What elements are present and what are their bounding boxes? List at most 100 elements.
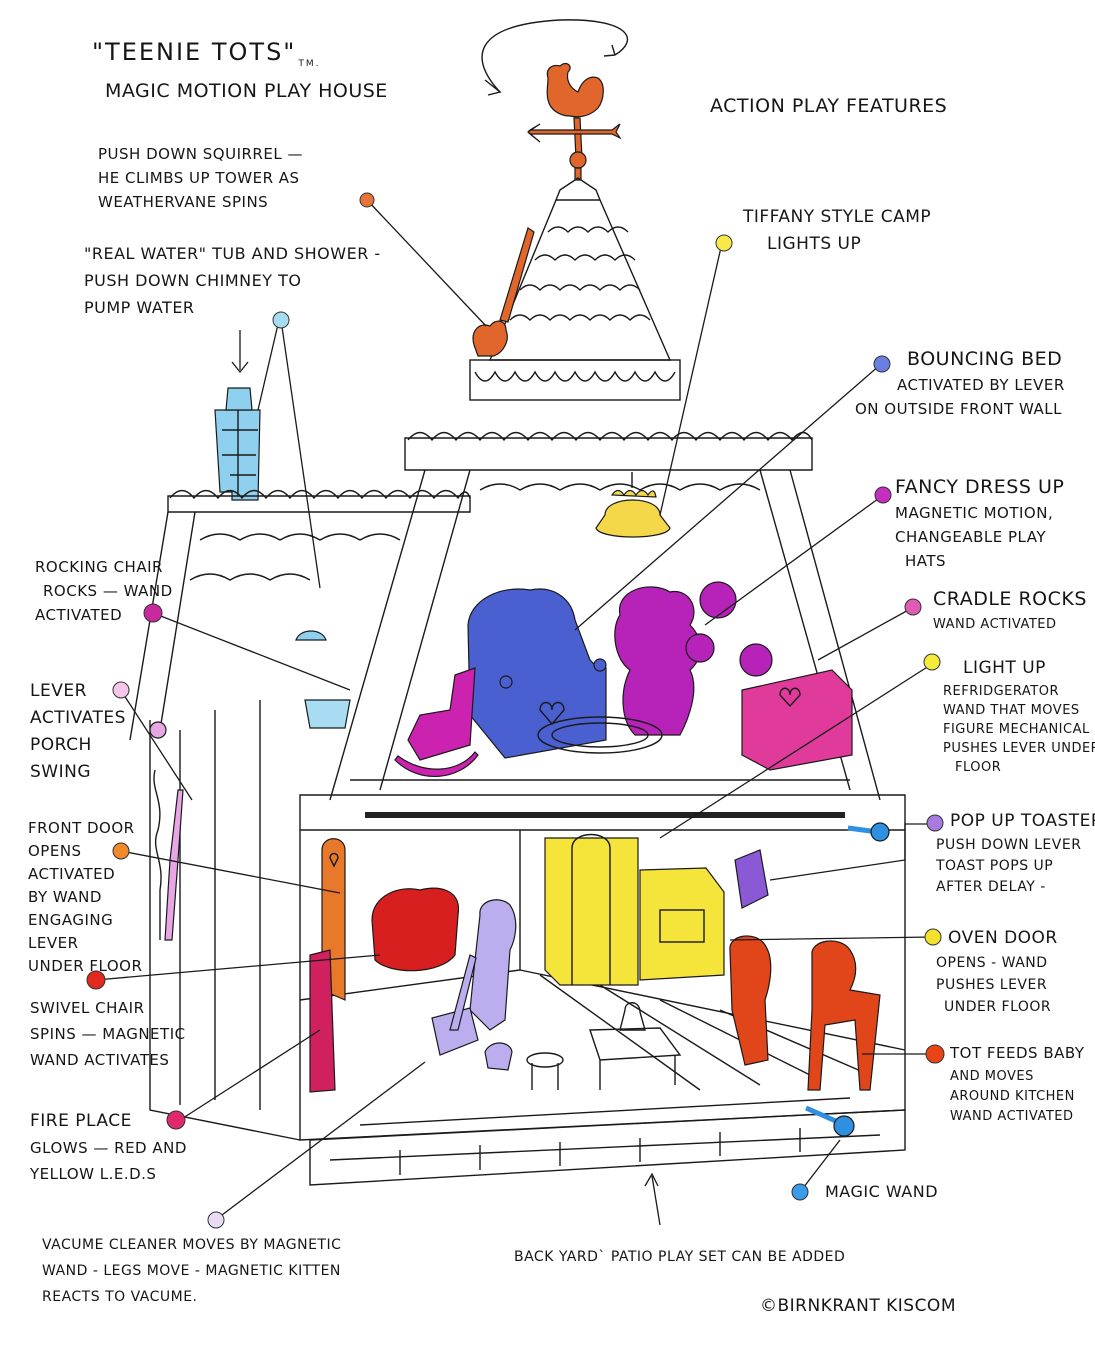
callout-line: engaging	[28, 911, 114, 929]
squirrel-figure	[472, 227, 535, 357]
tea-table	[526, 1002, 682, 1090]
magic-wand-sticks	[804, 822, 890, 1137]
callout-line: under floor	[944, 999, 1052, 1015]
callout-line: activated	[35, 606, 123, 624]
dot-toaster	[926, 814, 944, 832]
callout-line: opens	[28, 842, 82, 860]
callout-line: wand that moves	[943, 703, 1080, 718]
dot-cradle-rocks	[904, 598, 922, 616]
callout-line: spins — magnetic	[30, 1025, 186, 1043]
callout-tot-feeds-baby: Tot feeds baby and moves around kitchen …	[950, 1040, 1085, 1127]
callout-vacuum: Vacume cleaner moves by magnetic wand - …	[42, 1232, 341, 1310]
rocking-chair	[394, 667, 479, 778]
dot-fireplace	[166, 1110, 186, 1130]
callout-line: and moves	[950, 1069, 1034, 1084]
callout-line: "Real water" tub and shower -	[84, 244, 381, 263]
weathervane-rooster	[526, 62, 622, 181]
dot-front-door	[112, 842, 130, 860]
tower-spire	[469, 177, 681, 401]
callout-line: push down lever	[936, 837, 1082, 853]
oven	[639, 867, 725, 981]
callout-line: porch	[30, 735, 92, 755]
leader-lines	[95, 199, 935, 1226]
callout-line: after delay -	[936, 879, 1046, 895]
dot-squirrel	[359, 192, 375, 208]
cradle	[741, 669, 853, 771]
copyright: ©Birnkrant Kiscom	[760, 1296, 956, 1316]
spin-arrow	[481, 19, 629, 93]
page-title: "Teenie Tots"TM.	[92, 40, 320, 70]
callout-line: wand activated	[950, 1109, 1074, 1124]
callout-line: Bouncing bed	[907, 348, 1063, 370]
shower-head	[295, 630, 327, 641]
callout-line: reacts to vacume.	[42, 1289, 198, 1305]
callout-line: Oven door	[948, 928, 1058, 948]
callout-line: activates	[30, 708, 126, 728]
dot-vacuum	[207, 1211, 225, 1229]
callout-dots	[86, 192, 945, 1229]
left-roof	[129, 489, 471, 741]
callout-line: Light up	[963, 658, 1046, 678]
callout-line: Vacume cleaner moves by magnetic	[42, 1237, 342, 1253]
bouncing-bed	[467, 588, 607, 759]
callout-line: he climbs up tower as	[98, 169, 300, 187]
dot-oven-door	[924, 928, 942, 946]
callout-patio: Back yard` patio play set can be added	[514, 1249, 846, 1265]
callout-fancy-dress-up: Fancy dress up magnetic motion, changeab…	[895, 474, 1064, 573]
callout-line: floor	[955, 760, 1002, 775]
bathtub	[304, 699, 351, 729]
callout-line: wand activated	[933, 617, 1057, 632]
callout-line: wand - legs move - magnetic kitten	[42, 1263, 341, 1279]
callout-line: hats	[905, 552, 947, 570]
callout-line: on outside front wall	[855, 400, 1062, 418]
dot-tot-feeds-baby	[925, 1044, 945, 1064]
callout-line: pump water	[84, 298, 195, 317]
callout-front-door: Front door opens activated by wand engag…	[28, 817, 142, 978]
callout-line: Fire place	[30, 1111, 132, 1131]
fireplace	[309, 949, 336, 1093]
dot-rocking-chair	[143, 603, 163, 623]
callout-line: under floor	[28, 957, 143, 975]
callout-line: Rocking chair	[35, 558, 163, 576]
upper-roof	[329, 431, 881, 801]
rug	[537, 716, 663, 754]
callout-line: activated	[28, 865, 116, 883]
dot-swivel-chair	[86, 970, 106, 990]
spin-arrow-head	[484, 44, 616, 96]
callout-line: yellow L.E.D.s	[30, 1165, 157, 1183]
callout-refrigerator: Light up refridgerator wand that moves f…	[943, 655, 1095, 777]
dot-tub-shower	[272, 311, 290, 329]
kitchen-figures	[729, 935, 881, 1091]
dress-up-figure	[614, 581, 773, 736]
dot-fancy-dress-up	[874, 486, 892, 504]
callout-line: refridgerator	[943, 684, 1059, 699]
callout-tiffany-lamp: Tiffany style camp lights up	[743, 204, 931, 258]
dot-magic-wand	[791, 1183, 809, 1201]
callout-line: figure mechanical	[943, 722, 1090, 737]
callout-swivel-chair: Swivel chair spins — magnetic wand activ…	[30, 995, 186, 1073]
callout-tub-shower: "Real water" tub and shower - push down …	[84, 240, 381, 321]
callout-oven-door: Oven door opens - wand pushes lever unde…	[936, 925, 1058, 1018]
dot-tiffany-lamp	[715, 234, 733, 252]
trademark: TM.	[298, 59, 321, 69]
callout-line: lever	[28, 934, 79, 952]
section-heading: Action Play Features	[710, 95, 948, 117]
swivel-chair	[371, 887, 460, 972]
dot-porch-swing	[112, 681, 130, 699]
callout-line: push down chimney to	[84, 271, 302, 290]
callout-line: glows — red and	[30, 1139, 187, 1157]
house-structure	[149, 700, 906, 1186]
tiffany-lamp	[595, 472, 671, 538]
callout-magic-wand: Magic wand	[825, 1182, 939, 1201]
chimney	[214, 387, 261, 501]
callout-line: Tiffany style camp	[743, 207, 932, 227]
callout-line: around kitchen	[950, 1089, 1075, 1104]
toaster	[734, 849, 769, 909]
callout-line: rocks — wand	[43, 582, 173, 600]
callout-line: Front door	[28, 819, 135, 837]
callout-line: toast pops up	[936, 858, 1054, 874]
callout-bouncing-bed: Bouncing bed activated by lever on outsi…	[855, 346, 1065, 421]
callout-line: activated by lever	[897, 376, 1065, 394]
callout-line: Swivel chair	[30, 999, 145, 1017]
